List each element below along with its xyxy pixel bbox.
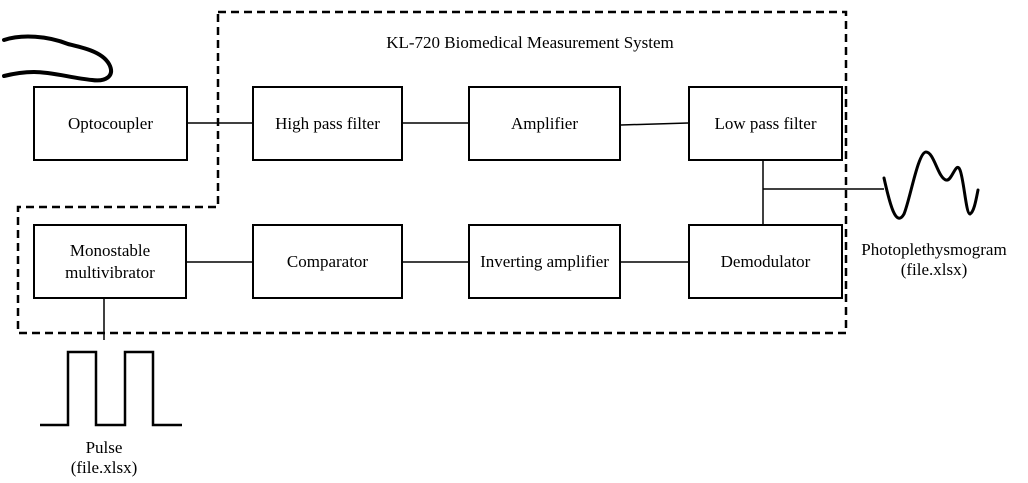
low-pass-filter-block: Low pass filter xyxy=(688,86,843,161)
high-pass-filter-label: High pass filter xyxy=(275,113,380,133)
pulse-output-label: Pulse (file.xlsx) xyxy=(44,438,164,477)
inverting-amplifier-block: Inverting amplifier xyxy=(468,224,621,299)
comparator-label: Comparator xyxy=(286,251,369,271)
ppg-output-label: Photoplethysmogram (file.xlsx) xyxy=(840,240,1028,279)
system-title: KL-720 Biomedical Measurement System xyxy=(386,33,674,52)
low-pass-filter-label: Low pass filter xyxy=(714,113,817,133)
pulse-waveform xyxy=(40,350,182,427)
inverting-amplifier-label: Inverting amplifier xyxy=(480,251,609,271)
ppg-title: Photoplethysmogram xyxy=(861,240,1007,259)
optocoupler-label: Optocoupler xyxy=(68,113,153,133)
amplifier-label: Amplifier xyxy=(510,113,579,133)
pulse-title: Pulse xyxy=(85,438,123,457)
monostable-multivibrator-block: Monostable multivibrator xyxy=(33,224,187,299)
high-pass-filter-block: High pass filter xyxy=(252,86,403,161)
wire-amplifier-lpf xyxy=(620,122,689,126)
system-boundary xyxy=(16,10,848,335)
ppg-waveform xyxy=(882,150,980,220)
demodulator-label: Demodulator xyxy=(720,251,811,271)
pulse-file: (file.xlsx) xyxy=(70,457,138,477)
optocoupler-block: Optocoupler xyxy=(33,86,188,161)
monostable-label-line1: Monostable xyxy=(69,241,151,261)
finger-icon xyxy=(2,34,113,83)
comparator-block: Comparator xyxy=(252,224,403,299)
amplifier-block: Amplifier xyxy=(468,86,621,161)
ppg-file: (file.xlsx) xyxy=(900,259,968,279)
demodulator-block: Demodulator xyxy=(688,224,843,299)
monostable-label-line2: multivibrator xyxy=(65,262,155,282)
